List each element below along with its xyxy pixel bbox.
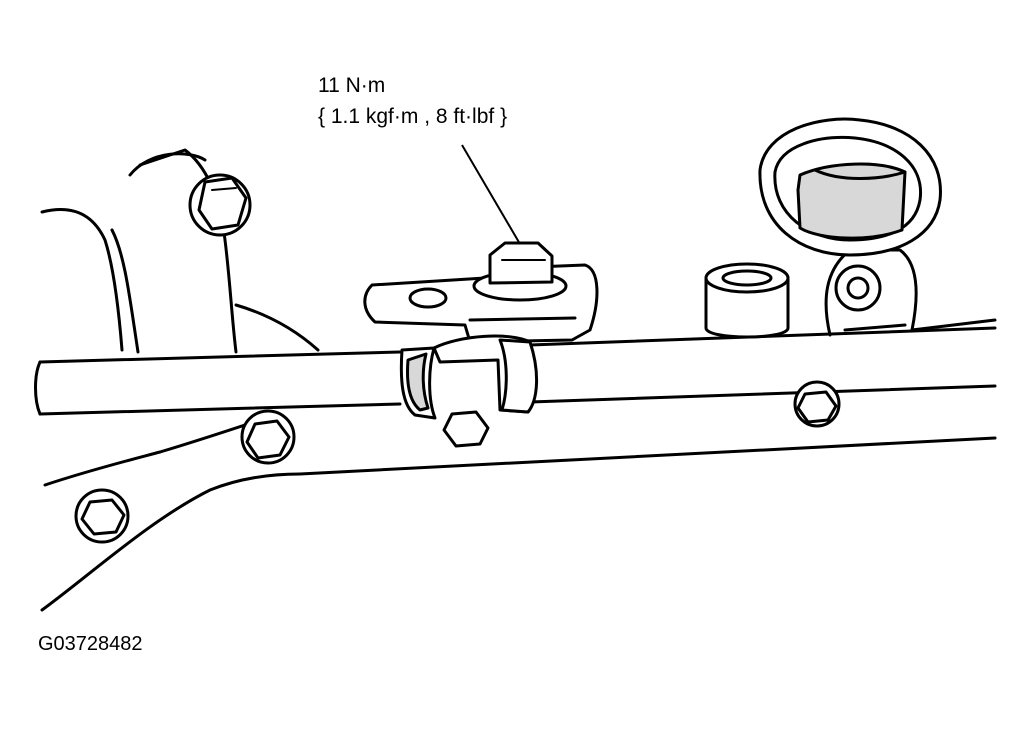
frame-bolt-center — [442, 410, 490, 448]
frame-bolt-right — [793, 380, 841, 428]
frame-body — [40, 152, 320, 354]
bushing-clamp — [399, 334, 539, 420]
torque-spec-label: 11 N·m { 1.1 kgf·m , 8 ft·lbf } — [318, 70, 507, 132]
right-mount-bracket — [824, 248, 997, 337]
bushing-housing — [758, 117, 942, 257]
spacer-collar — [704, 262, 790, 339]
bushing-bracket — [363, 241, 599, 344]
figure-id-label: G03728482 — [38, 633, 143, 655]
frame-bolt-left — [240, 409, 296, 465]
torque-metric-text: 11 N·m — [318, 74, 386, 97]
callout-leader-line — [461, 144, 521, 245]
torque-conversion-text: { 1.1 kgf·m , 8 ft·lbf } — [318, 105, 508, 128]
mount-arm — [138, 148, 252, 242]
frame-bolt-lower-left — [74, 488, 130, 544]
lower-frame — [40, 418, 997, 612]
